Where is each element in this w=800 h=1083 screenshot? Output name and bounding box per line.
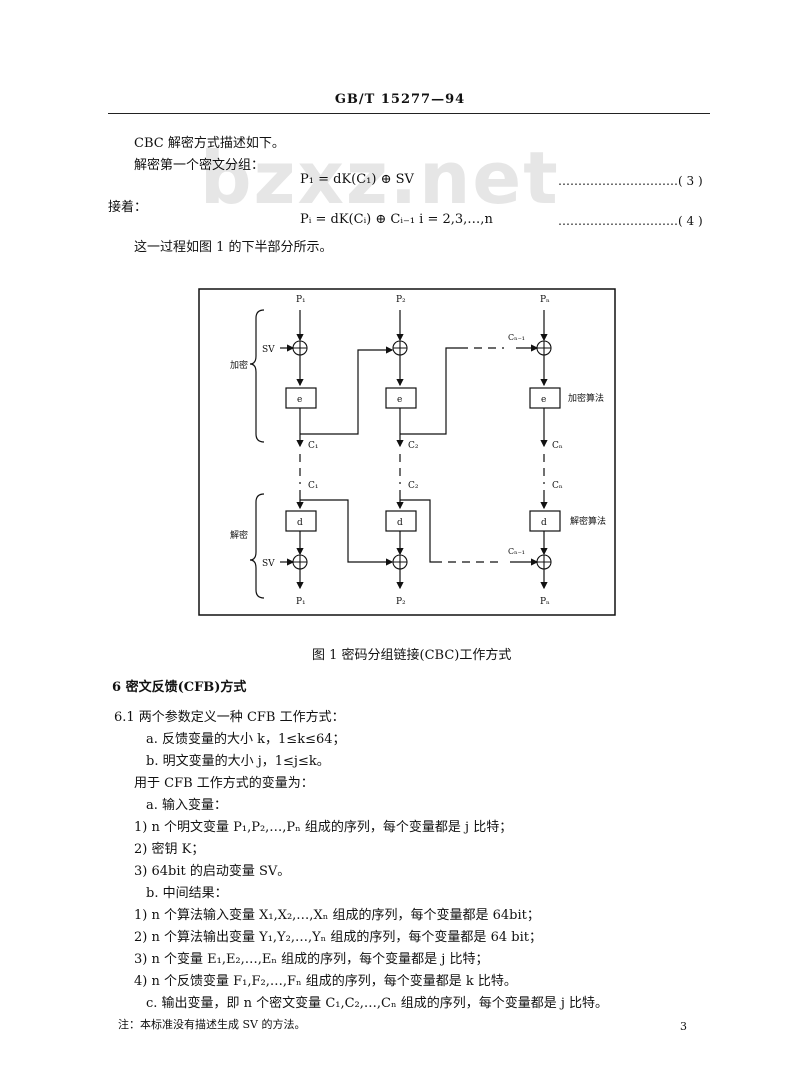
intermediate-heading: b. 中间结果： bbox=[146, 886, 228, 901]
label-sv-decrypt: SV bbox=[262, 559, 275, 569]
label-pn-bottom: Pₙ bbox=[540, 597, 550, 607]
equation-3: P₁ = dK(C₁) ⊕ SV bbox=[300, 172, 414, 187]
intermediate-2: 2) n 个算法输出变量 Y₁,Y₂,…,Yₙ 组成的序列，每个变量都是 64 … bbox=[134, 930, 542, 945]
label-cn1-decrypt: Cₙ₋₁ bbox=[508, 547, 525, 556]
figure-frame bbox=[198, 288, 616, 616]
decrypt-brace bbox=[249, 493, 265, 599]
label-cn1-encrypt: Cₙ₋₁ bbox=[508, 333, 525, 342]
label-cn-in: Cₙ bbox=[552, 481, 563, 491]
label-cn-out: Cₙ bbox=[552, 441, 563, 451]
label-en: e bbox=[541, 395, 546, 405]
label-encrypt-group: 加密 bbox=[230, 359, 248, 371]
encrypt-box-n bbox=[529, 387, 561, 409]
label-encrypt-algorithm: 加密算法 bbox=[568, 392, 604, 404]
equation-3-number: …………………………( 3 ) bbox=[558, 174, 703, 188]
watermark: bzxz.net bbox=[200, 136, 560, 220]
param-b: b. 明文变量的大小 j，1≤j≤k。 bbox=[146, 754, 330, 769]
label-dn: d bbox=[541, 518, 547, 528]
label-sv-encrypt: SV bbox=[262, 345, 275, 355]
equation-4-number: …………………………( 4 ) bbox=[558, 214, 703, 228]
cbc-first-block: 解密第一个密文分组： bbox=[134, 158, 265, 173]
document-header: GB/T 15277—94 bbox=[334, 92, 466, 107]
cbc-process-note: 这一过程如图 1 的下半部分所示。 bbox=[134, 240, 333, 255]
figure-caption: 图 1 密码分组链接(CBC)工作方式 bbox=[312, 648, 512, 663]
label-c1-out: C₁ bbox=[308, 441, 319, 451]
label-e1: e bbox=[297, 395, 302, 405]
intermediate-4: 4) n 个反馈变量 F₁,F₂,…,Fₙ 组成的序列，每个变量都是 k 比特。 bbox=[134, 974, 517, 989]
note: 注：本标准没有描述生成 SV 的方法。 bbox=[118, 1018, 306, 1031]
label-c2-out: C₂ bbox=[408, 441, 419, 451]
label-e2: e bbox=[397, 395, 402, 405]
output-vars: c. 输出变量，即 n 个密文变量 C₁,C₂,…,Cₙ 组成的序列，每个变量都… bbox=[146, 996, 609, 1011]
label-c1-in: C₁ bbox=[308, 481, 319, 491]
label-pn-top: Pₙ bbox=[540, 295, 550, 305]
label-d1: d bbox=[297, 518, 303, 528]
encrypt-box-1 bbox=[285, 387, 317, 409]
label-decrypt-algorithm: 解密算法 bbox=[570, 515, 606, 527]
cbc-intro: CBC 解密方式描述如下。 bbox=[134, 136, 285, 151]
intermediate-3: 3) n 个变量 E₁,E₂,…,Eₙ 组成的序列，每个变量都是 j 比特； bbox=[134, 952, 489, 967]
input-var-2: 2) 密钥 K； bbox=[134, 842, 205, 857]
label-p1-top: P₁ bbox=[296, 295, 306, 305]
decrypt-box-n bbox=[529, 510, 561, 532]
decrypt-box-2 bbox=[385, 510, 417, 532]
encrypt-brace bbox=[249, 309, 265, 443]
label-c2-in: C₂ bbox=[408, 481, 419, 491]
label-p2-bottom: P₂ bbox=[396, 597, 406, 607]
intermediate-1: 1) n 个算法输入变量 X₁,X₂,…,Xₙ 组成的序列，每个变量都是 64b… bbox=[134, 908, 540, 923]
label-decrypt-group: 解密 bbox=[230, 529, 248, 541]
clause-6-1: 6.1 两个参数定义一种 CFB 工作方式： bbox=[114, 710, 345, 725]
param-a: a. 反馈变量的大小 k，1≤k≤64； bbox=[146, 732, 346, 747]
section-6-heading: 6 密文反馈(CFB)方式 bbox=[112, 680, 247, 695]
label-p1-bottom: P₁ bbox=[296, 597, 306, 607]
input-var-3: 3) 64bit 的启动变量 SV。 bbox=[134, 864, 291, 879]
encrypt-box-2 bbox=[385, 387, 417, 409]
decrypt-box-1 bbox=[285, 510, 317, 532]
cbc-diagram: P₁ P₂ Pₙ SV Cₙ₋₁ 加密 加密算法 e e e C₁ C₂ Cₙ … bbox=[198, 288, 616, 616]
label-p2-top: P₂ bbox=[396, 295, 406, 305]
page-number: 3 bbox=[680, 1020, 687, 1033]
variables-intro: 用于 CFB 工作方式的变量为： bbox=[134, 776, 314, 791]
input-vars-heading: a. 输入变量： bbox=[146, 798, 228, 813]
input-var-1: 1) n 个明文变量 P₁,P₂,…,Pₙ 组成的序列，每个变量都是 j 比特； bbox=[134, 820, 513, 835]
label-d2: d bbox=[397, 518, 403, 528]
header-rule bbox=[108, 113, 710, 114]
cbc-next: 接着： bbox=[108, 200, 148, 215]
equation-4: Pᵢ = dK(Cᵢ) ⊕ Cᵢ₋₁ i = 2,3,…,n bbox=[300, 212, 493, 227]
